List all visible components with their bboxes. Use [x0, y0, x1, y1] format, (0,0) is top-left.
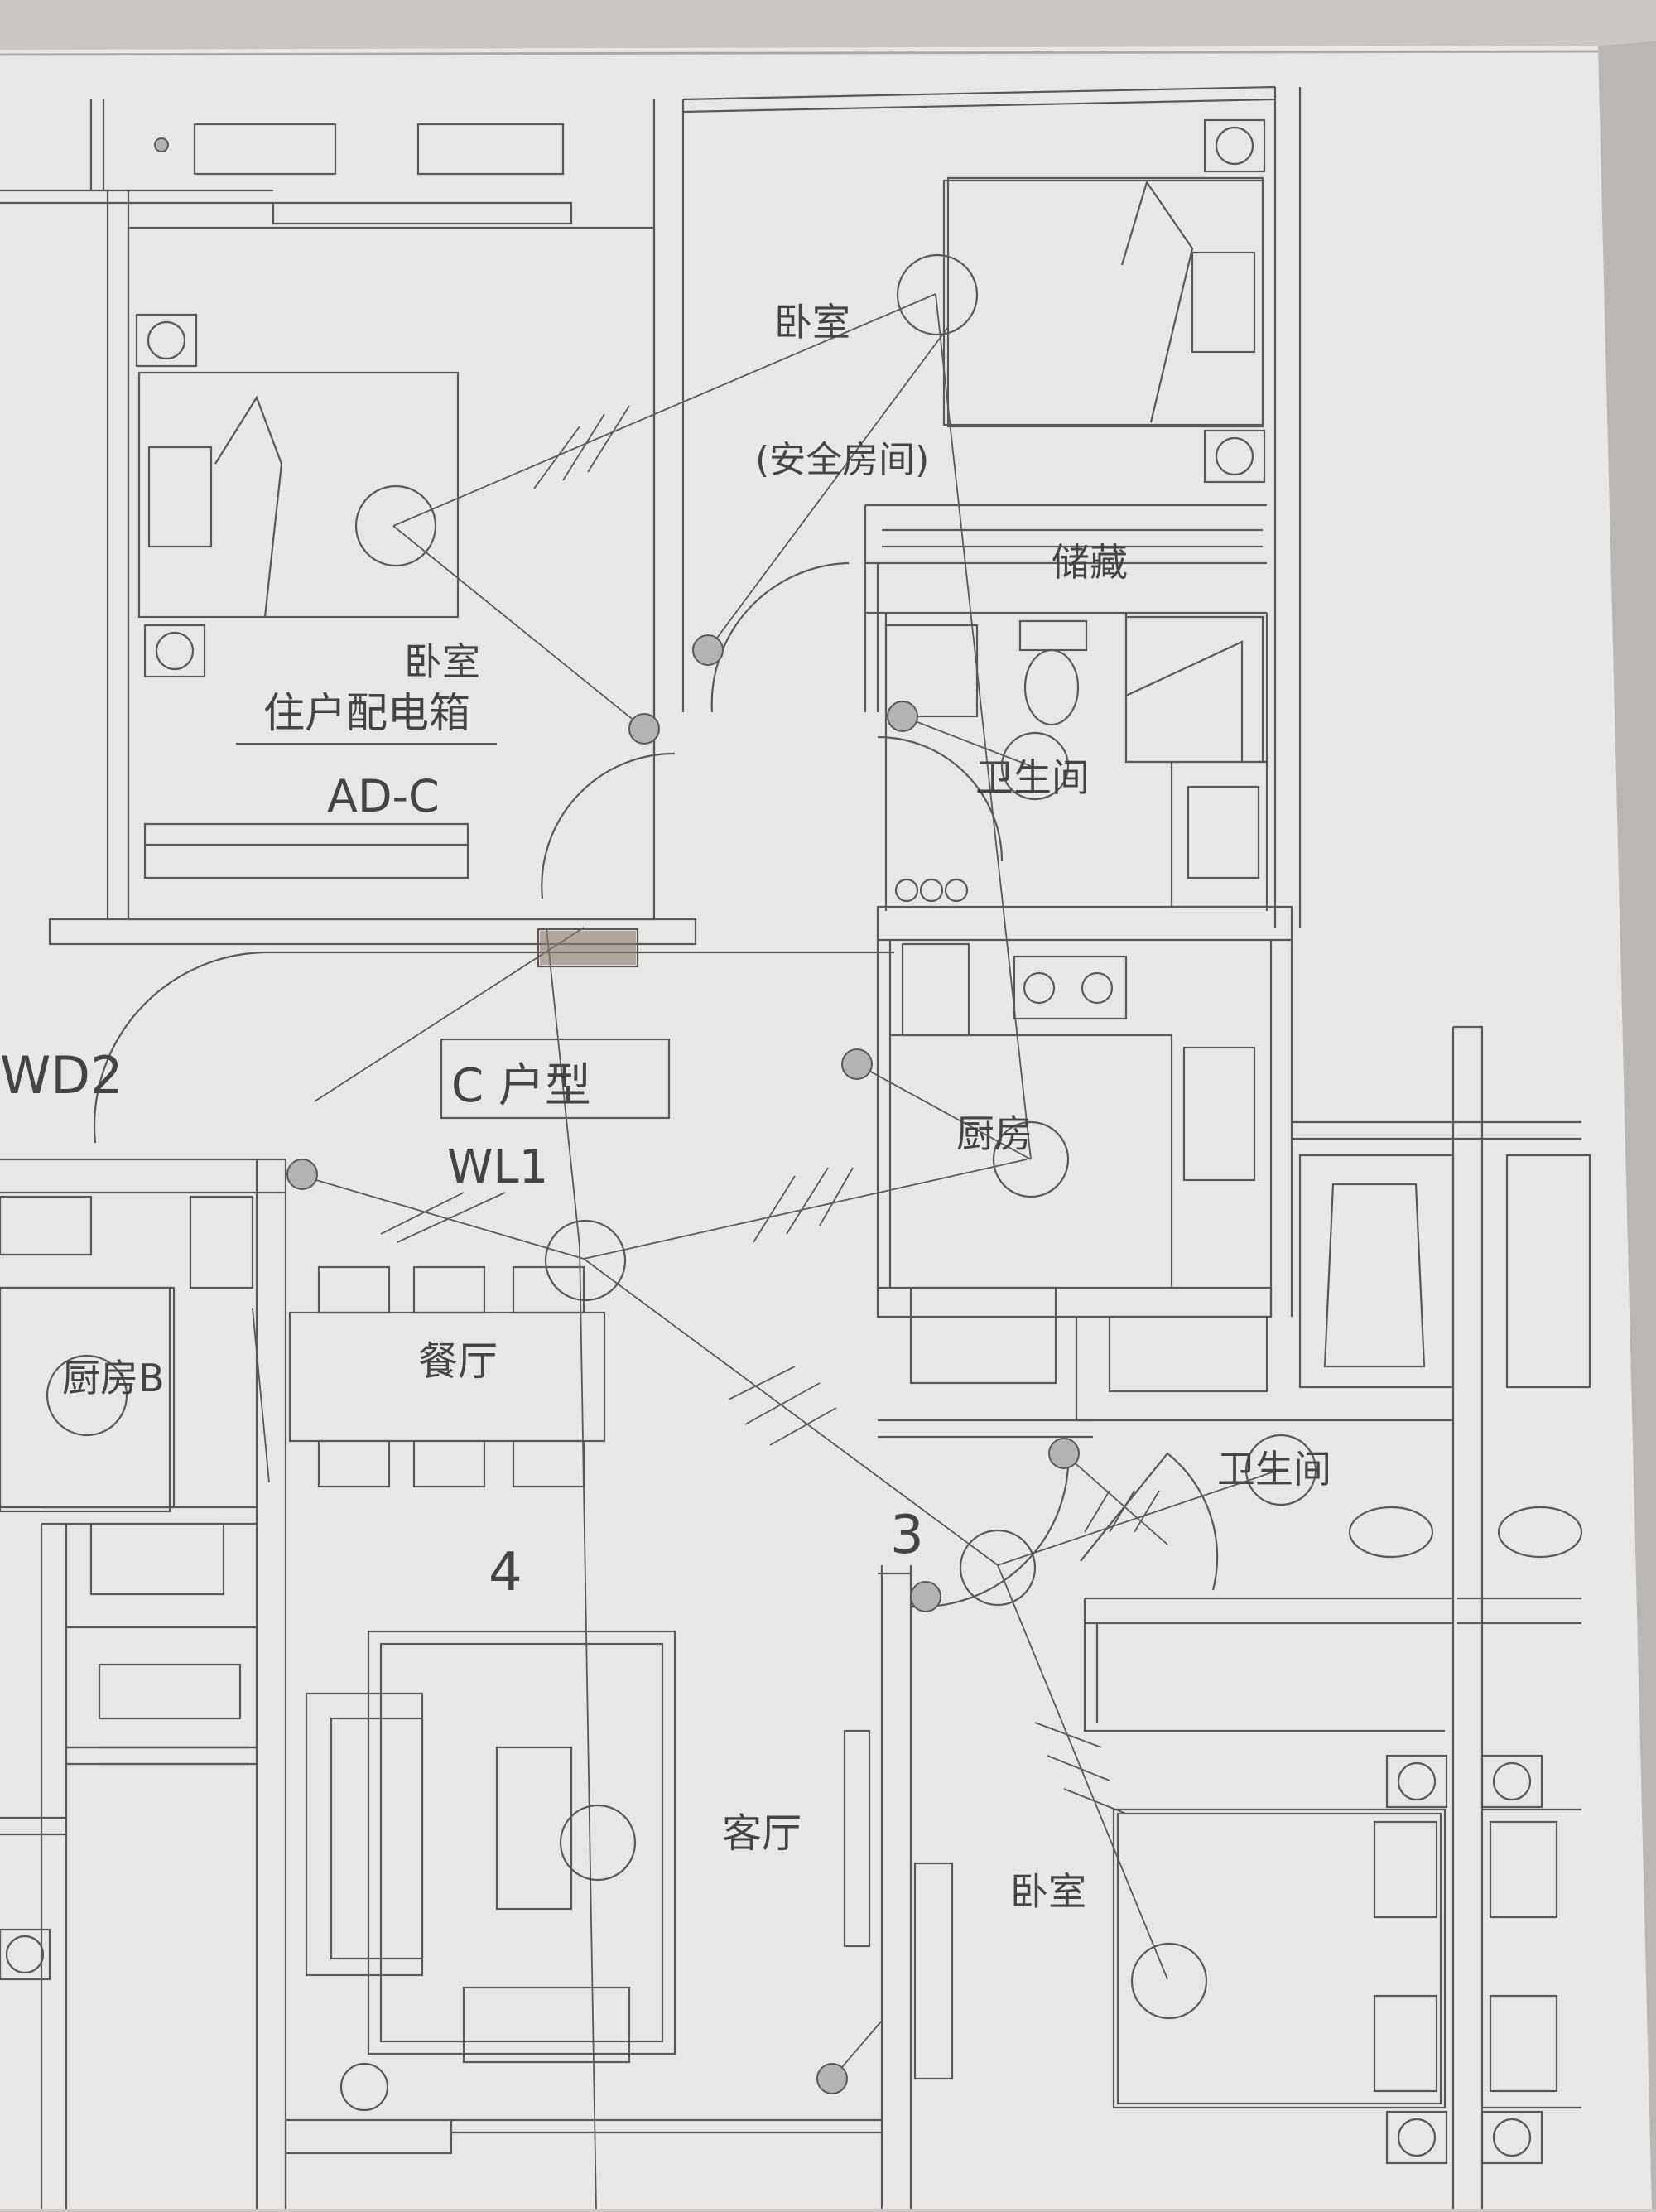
label-bathroom-upper: 卫生间: [975, 755, 1090, 800]
label-axis-4: 4: [489, 1542, 522, 1603]
label-living: 客厅: [722, 1810, 802, 1857]
switches: [154, 137, 1080, 2094]
label-safe-room: (安全房间): [755, 439, 929, 481]
label-distribution-box: 住户配电箱: [263, 689, 470, 737]
fan-symbol: [1203, 429, 1266, 484]
label-storage: 储藏: [1052, 540, 1128, 585]
toilet-symbol: [1348, 1506, 1434, 1559]
ceiling-light-symbol: [1000, 731, 1070, 801]
label-circuit: WL1: [447, 1140, 548, 1194]
ceiling-light-symbol: [46, 1354, 128, 1437]
sink-symbol: [1187, 785, 1260, 879]
fan-symbol: [1480, 2110, 1543, 2165]
label-kitchen-upper: 厨房: [956, 1111, 1033, 1156]
ceiling-light-symbol: [339, 2062, 389, 2112]
label-bedroom-upper-left: 卧室: [404, 639, 480, 684]
label-bedroom-lower: 卧室: [1010, 1869, 1086, 1914]
fans: [0, 118, 1543, 2165]
ceiling-light-symbol: [1130, 1942, 1208, 2020]
bathtub-symbol: [1298, 1154, 1455, 1389]
unit-type-box: [440, 1038, 671, 1120]
ceiling-light-symbol: [354, 484, 437, 567]
wiring: [252, 293, 1280, 2210]
fan-symbol: [1480, 1754, 1543, 1809]
label-kitchen-left: 厨房B: [62, 1356, 165, 1400]
bed-symbol: [942, 179, 1264, 426]
ceiling-light-symbol: [559, 1804, 637, 1882]
ceiling-light-symbol: [1244, 1434, 1317, 1506]
label-bathroom-lower: 卫生间: [1217, 1447, 1331, 1492]
fan-symbol: [0, 1928, 51, 1981]
label-wd2: WD2: [0, 1045, 123, 1106]
fan-symbol: [1385, 2110, 1448, 2165]
fan-symbol: [1203, 118, 1266, 173]
ceiling-light-symbol: [896, 253, 979, 336]
label-axis-3: 3: [890, 1505, 924, 1566]
fan-symbol: [143, 624, 206, 678]
paper-shadow: [1598, 41, 1656, 2209]
label-unit-type: C 户型: [451, 1059, 591, 1113]
fan-symbol: [1385, 1754, 1448, 1809]
ceiling-light-symbol: [544, 1219, 627, 1302]
paper-top-edge: [0, 50, 1599, 56]
bed-symbol: [137, 371, 460, 619]
lights: [46, 253, 1317, 2112]
label-bedroom-upper-right: 卧室: [774, 300, 850, 345]
ceiling-light-symbol: [959, 1529, 1037, 1607]
toilet-symbol: [1497, 1506, 1583, 1559]
paper-sheet: [0, 46, 1652, 2209]
label-dining: 餐厅: [418, 1338, 498, 1385]
doors: [93, 561, 1219, 1608]
sofa-symbol: [462, 1986, 631, 2064]
distribution-box-symbol: [540, 931, 636, 965]
furniture: [0, 123, 1591, 2105]
fan-symbol: [135, 313, 198, 368]
label-panel-id: AD-C: [327, 770, 440, 822]
ceiling-light-symbol: [992, 1120, 1070, 1198]
stove-symbol: [1013, 955, 1128, 1020]
bathtub-symbol: [1505, 1154, 1591, 1389]
bed-symbol: [1116, 1812, 1442, 2105]
